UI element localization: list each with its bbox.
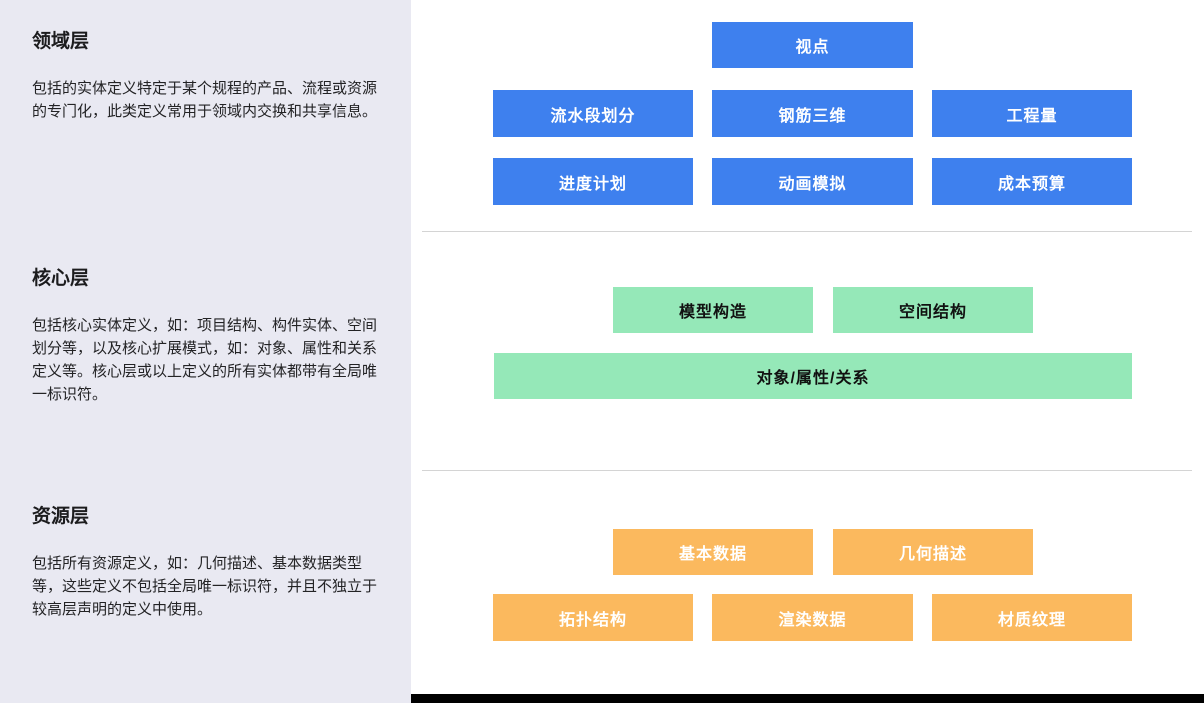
block-schedule-plan: 进度计划 bbox=[493, 158, 693, 205]
block-basic-data: 基本数据 bbox=[613, 529, 813, 575]
block-geometric-description: 几何描述 bbox=[833, 529, 1033, 575]
block-model-construction: 模型构造 bbox=[613, 287, 813, 333]
block-material-texture: 材质纹理 bbox=[932, 594, 1132, 641]
domain-layer-description: 包括的实体定义特定于某个规程的产品、流程或资源的专门化，此类定义常用于领域内交换… bbox=[32, 80, 378, 120]
block-viewpoint: 视点 bbox=[712, 22, 913, 68]
block-flow-section-division: 流水段划分 bbox=[493, 90, 693, 137]
block-engineering-quantity: 工程量 bbox=[932, 90, 1132, 137]
block-rendering-data: 渲染数据 bbox=[712, 594, 913, 641]
domain-layer-title: 领域层 bbox=[32, 31, 90, 52]
core-layer-title: 核心层 bbox=[32, 268, 90, 289]
block-animation-simulation: 动画模拟 bbox=[712, 158, 913, 205]
sidebar-section-domain-layer: 领域层 包括的实体定义特定于某个规程的产品、流程或资源的专门化，此类定义常用于领… bbox=[32, 30, 380, 123]
block-topology-structure: 拓扑结构 bbox=[493, 594, 693, 641]
core-layer-description: 包括核心实体定义，如：项目结构、构件实体、空间划分等，以及核心扩展模式，如：对象… bbox=[32, 317, 378, 403]
resource-layer-title: 资源层 bbox=[32, 506, 90, 527]
bottom-black-bar bbox=[411, 694, 1204, 703]
sidebar-section-core-layer: 核心层 包括核心实体定义，如：项目结构、构件实体、空间划分等，以及核心扩展模式，… bbox=[32, 267, 380, 406]
divider-core-resource bbox=[422, 470, 1192, 471]
block-rebar-3d: 钢筋三维 bbox=[712, 90, 913, 137]
sidebar-section-resource-layer: 资源层 包括所有资源定义，如：几何描述、基本数据类型等，这些定义不包括全局唯一标… bbox=[32, 505, 380, 621]
sidebar: 领域层 包括的实体定义特定于某个规程的产品、流程或资源的专门化，此类定义常用于领… bbox=[0, 0, 411, 703]
block-object-attribute-relation: 对象/属性/关系 bbox=[494, 353, 1132, 399]
resource-layer-description: 包括所有资源定义，如：几何描述、基本数据类型等，这些定义不包括全局唯一标识符，并… bbox=[32, 555, 378, 618]
block-cost-budget: 成本预算 bbox=[932, 158, 1132, 205]
divider-domain-core bbox=[422, 231, 1192, 232]
block-spatial-structure: 空间结构 bbox=[833, 287, 1033, 333]
